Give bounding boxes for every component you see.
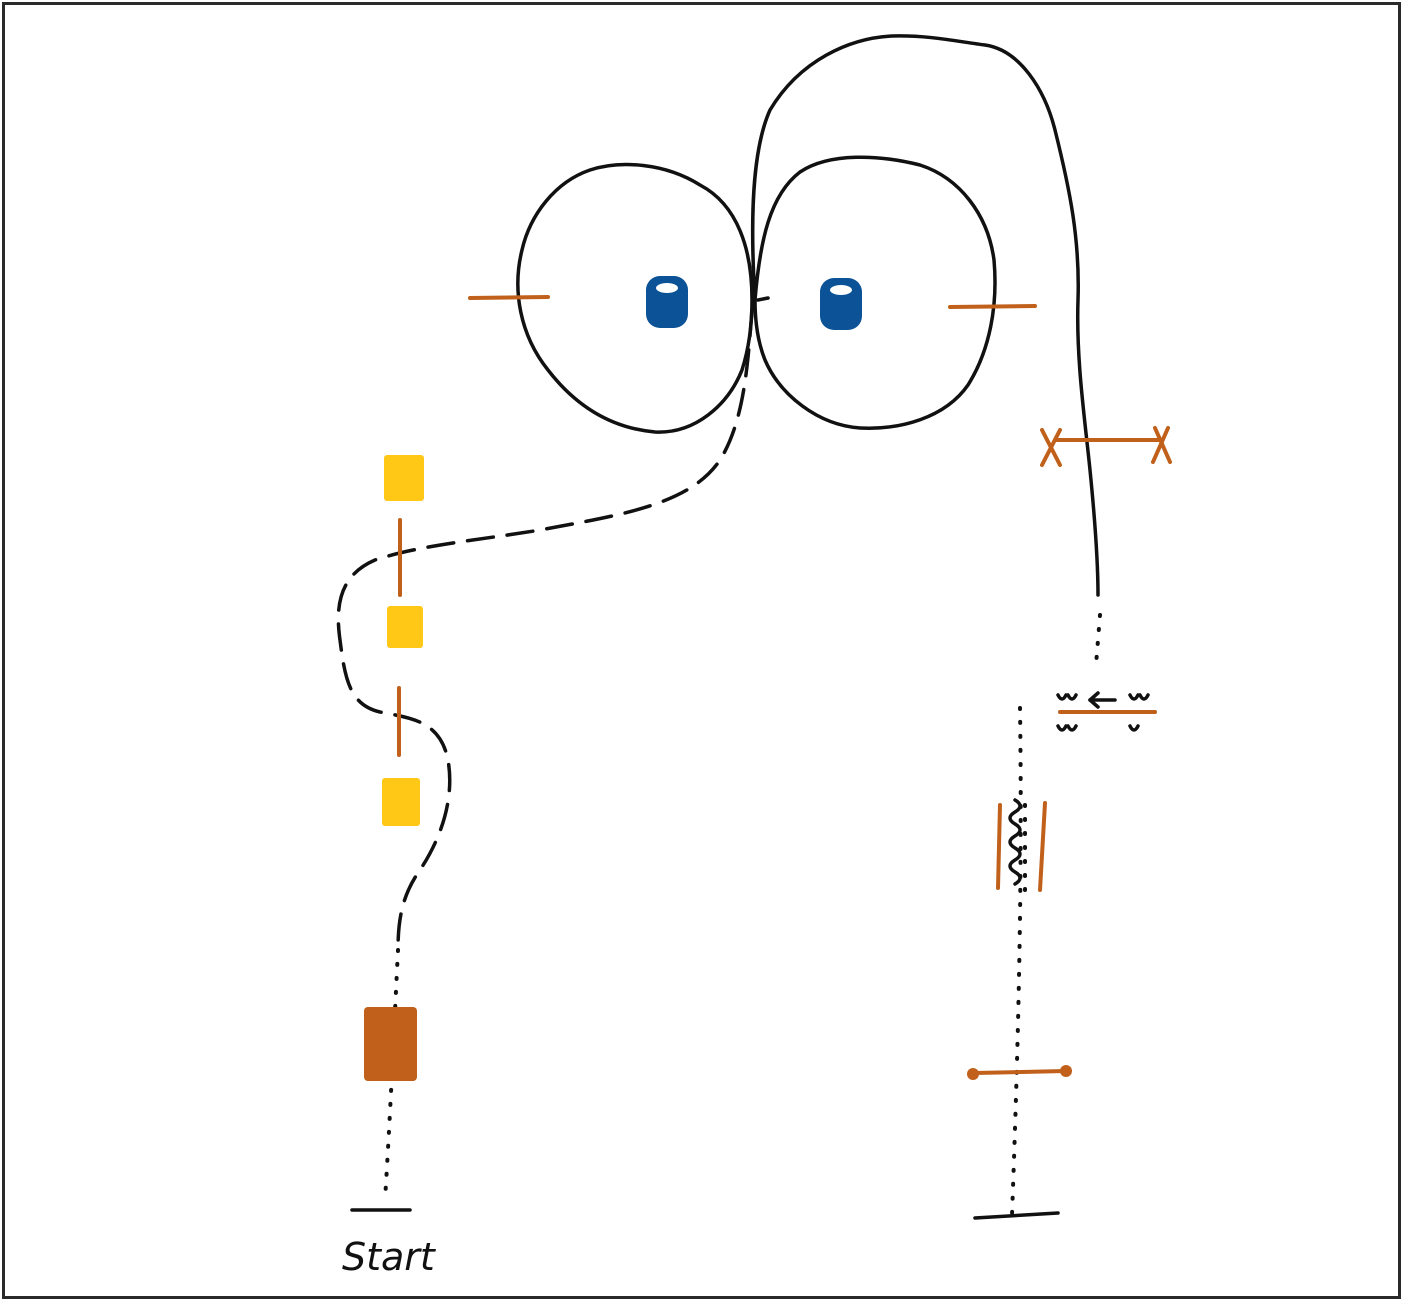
right-dotted-path-upper <box>1094 613 1102 667</box>
dashed-route-path <box>336 308 754 952</box>
ladder-marker-icon <box>1056 691 1157 732</box>
right-dotted-path <box>1010 706 1023 1217</box>
blue-peg-icon <box>820 278 862 330</box>
yellow-block-icon <box>382 778 420 826</box>
brown-block-icon <box>364 1007 417 1081</box>
dotted-end-bar-icon <box>967 1065 1072 1080</box>
right-circle-marker <box>948 304 1037 309</box>
x-capped-bar-icon <box>1040 426 1172 467</box>
outer-arc-path <box>750 34 1100 597</box>
start-label: Start <box>342 1235 437 1279</box>
blue-peg-icon <box>646 276 688 328</box>
left-circle-marker <box>468 295 550 300</box>
right-loop-circle <box>753 155 997 430</box>
end-line <box>973 1211 1060 1220</box>
left-loop-circle <box>516 162 754 434</box>
crossover-tick <box>756 296 770 302</box>
spring-icon <box>996 798 1047 897</box>
yellow-block-icon <box>384 455 424 501</box>
yellow-block-icon <box>387 606 423 648</box>
